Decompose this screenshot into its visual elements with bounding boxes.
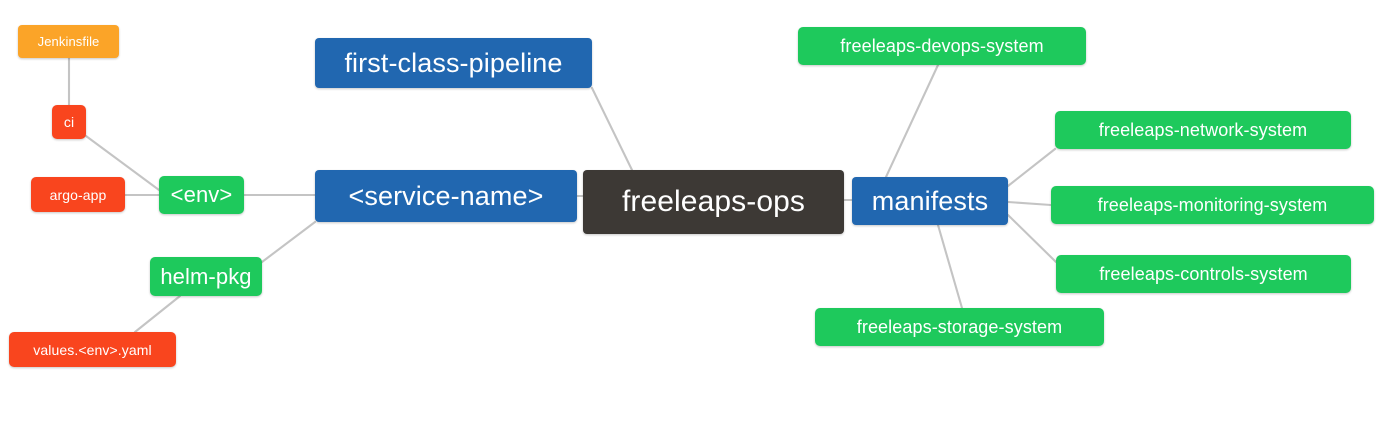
edge-monitoring-manifests	[1006, 200, 1053, 207]
edge-devops-manifests	[884, 63, 940, 179]
node-helm-pkg[interactable]: helm-pkg	[150, 257, 262, 296]
node-env[interactable]: <env>	[159, 176, 244, 214]
node-freeleaps-monitoring-system[interactable]: freeleaps-monitoring-system	[1051, 186, 1374, 224]
node-argo-app[interactable]: argo-app	[31, 177, 125, 212]
node-freeleaps-controls-system[interactable]: freeleaps-controls-system	[1056, 255, 1351, 293]
node-freeleaps-ops[interactable]: freeleaps-ops	[583, 170, 844, 234]
edge-pipeline-ops	[590, 86, 634, 172]
node-freeleaps-storage-system[interactable]: freeleaps-storage-system	[815, 308, 1104, 346]
edge-values-helm-pkg	[133, 294, 182, 334]
node-ci[interactable]: ci	[52, 105, 86, 139]
node-first-class-pipeline[interactable]: first-class-pipeline	[315, 38, 592, 88]
edge-storage-manifests	[936, 223, 964, 310]
node-manifests[interactable]: manifests	[852, 177, 1008, 225]
edge-network-manifests	[1006, 147, 1057, 188]
edge-controls-manifests	[1006, 213, 1058, 264]
node-jenkinsfile[interactable]: Jenkinsfile	[18, 25, 119, 58]
edge-helm-pkg-service	[260, 220, 317, 264]
node-freeleaps-network-system[interactable]: freeleaps-network-system	[1055, 111, 1351, 149]
node-values-yaml[interactable]: values.<env>.yaml	[9, 332, 176, 367]
node-service-name[interactable]: <service-name>	[315, 170, 577, 222]
node-freeleaps-devops-system[interactable]: freeleaps-devops-system	[798, 27, 1086, 65]
